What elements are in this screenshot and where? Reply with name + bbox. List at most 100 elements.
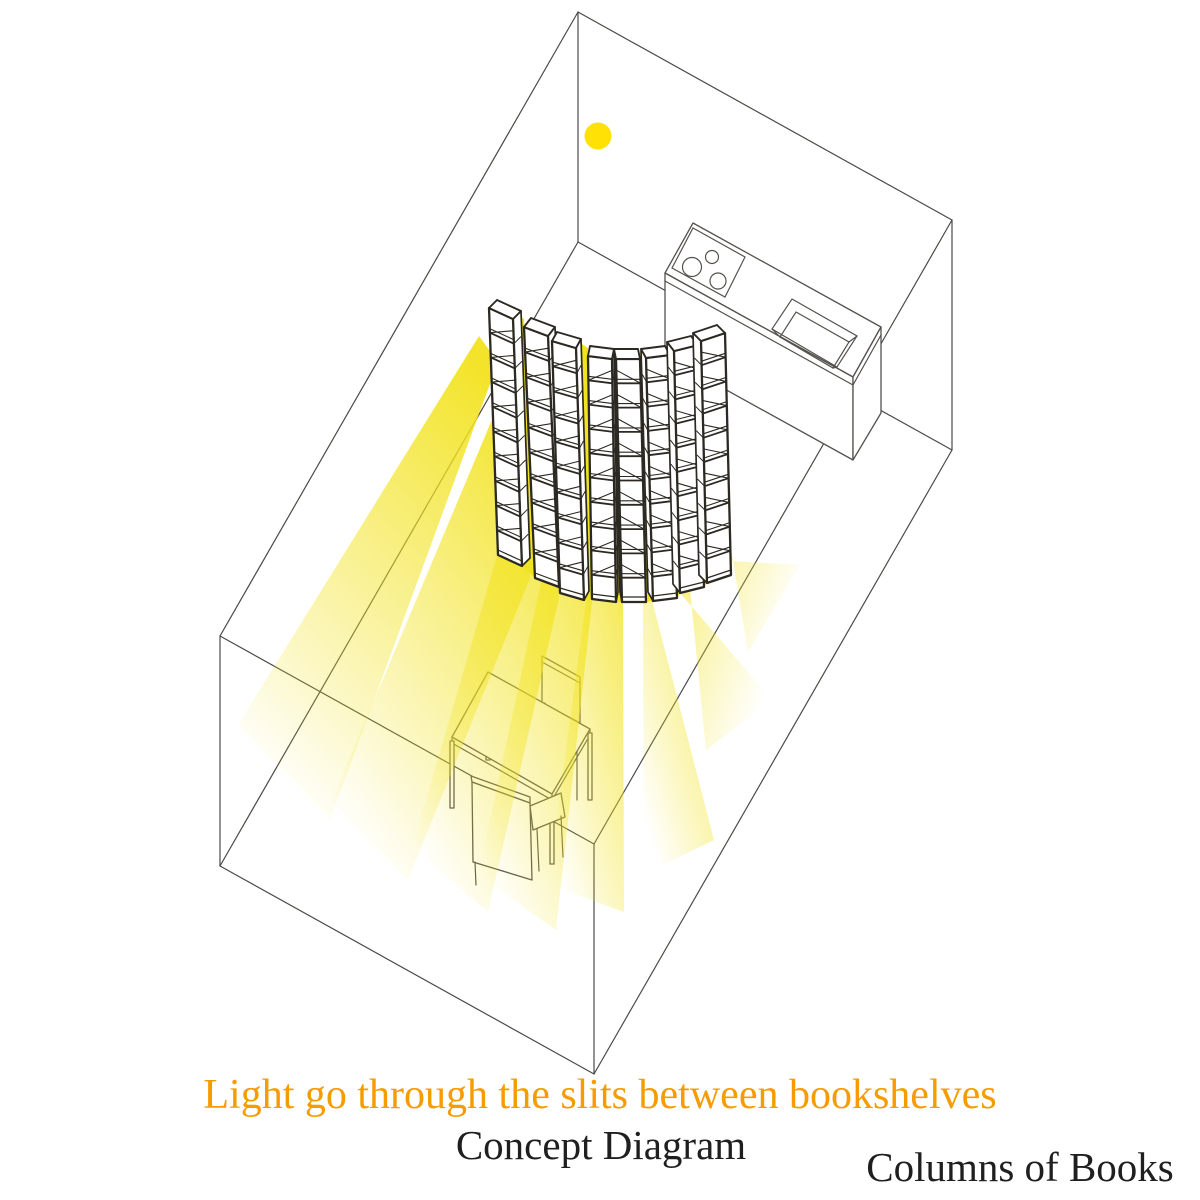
- shelf-edge: [555, 466, 581, 475]
- sink: [771, 298, 858, 369]
- shelf-edge: [495, 503, 521, 507]
- shelf-edge: [554, 435, 580, 443]
- shelf-edge: [668, 367, 676, 376]
- shelf-edge: [613, 471, 617, 481]
- shelf-edge: [555, 460, 581, 468]
- shelf-edge: [496, 525, 522, 538]
- shelf-edge: [491, 405, 518, 419]
- shelf-edge: [644, 447, 650, 456]
- shelf-edge: [701, 351, 727, 358]
- shelf-edge: [494, 479, 521, 493]
- shelf-edge: [555, 491, 582, 501]
- shelf-edge: [671, 512, 679, 521]
- shelf-edge: [526, 397, 552, 408]
- kitchen-counter: [664, 222, 882, 461]
- shelf-edge: [530, 473, 556, 484]
- shelf-edge: [551, 365, 578, 375]
- shelf-edge: [556, 516, 583, 526]
- shelf-edge: [557, 538, 583, 547]
- shelf-edge: [619, 515, 645, 530]
- shelf-edge: [581, 516, 587, 525]
- shelf-edge: [614, 544, 618, 554]
- shelf-edge: [647, 423, 673, 428]
- annotation-light-slits: Light go through the slits between books…: [203, 1072, 996, 1118]
- shelf-edge: [646, 402, 673, 408]
- shelf-edge: [590, 539, 616, 551]
- shelf-edge: [646, 368, 672, 380]
- shelf-edge: [525, 372, 551, 383]
- shelf-edge: [703, 453, 729, 463]
- shelf-edge: [529, 476, 556, 488]
- shelf-edge: [614, 374, 618, 384]
- shelf-edge: [703, 448, 729, 455]
- shelf-edge: [497, 549, 523, 562]
- shelf-edge: [646, 393, 672, 405]
- shelf-edge: [556, 485, 582, 493]
- shelf-edge: [518, 484, 527, 493]
- shelf-edge: [591, 593, 617, 598]
- shelf-edge: [646, 519, 652, 529]
- shelf-edge: [553, 384, 579, 392]
- shelf-edge: [588, 424, 614, 429]
- bookshelf-columns: [487, 299, 733, 604]
- shelf-edge: [702, 400, 728, 407]
- shelf-edge: [588, 427, 615, 433]
- shelf-edge: [705, 521, 731, 528]
- bookshelf-column: [487, 299, 531, 568]
- shelf-edge: [701, 380, 728, 391]
- shelf-edge: [643, 422, 649, 432]
- shelf-edge: [652, 592, 678, 597]
- shelf-edge: [581, 541, 588, 551]
- shelf-edge: [698, 527, 707, 536]
- shelf-edge: [669, 415, 677, 425]
- shelf-edge: [701, 352, 727, 362]
- shelf-edge: [489, 330, 515, 334]
- shelf-edge: [489, 356, 516, 370]
- shelf-edge: [577, 390, 583, 399]
- shelf-edge: [525, 372, 551, 378]
- shelf-edge: [589, 442, 615, 454]
- shelf-edge: [702, 425, 728, 435]
- shelf-edge: [617, 442, 643, 457]
- shelf-edge: [705, 549, 732, 560]
- shelf-edge: [615, 398, 618, 409]
- shelf-edge: [588, 400, 614, 405]
- shelf-edge: [489, 328, 515, 341]
- shelf-edge: [613, 495, 617, 506]
- shelf-edge: [533, 552, 559, 563]
- shelf-part: [640, 345, 671, 359]
- shelf-edge: [705, 546, 731, 556]
- shelf-edge: [530, 473, 556, 479]
- light-beam: [671, 398, 772, 750]
- shelf-edge: [646, 544, 653, 553]
- shelf-edge: [490, 381, 517, 395]
- shelf-edge: [491, 379, 517, 383]
- shelf-edge: [700, 356, 727, 367]
- shelf-edge: [642, 398, 648, 408]
- shelf-edge: [496, 527, 522, 531]
- shelf-edge: [527, 422, 553, 433]
- shelf-edge: [526, 397, 552, 403]
- shelf-edge: [591, 564, 617, 576]
- bookshelf-column: [586, 345, 619, 604]
- shelf-edge: [557, 510, 583, 518]
- shelf-edge: [557, 536, 583, 544]
- shelf-edge: [493, 451, 519, 464]
- shelf-edge: [526, 401, 553, 413]
- shelf-edge: [620, 539, 646, 554]
- shelf-edge: [527, 426, 554, 438]
- shelf-edge: [613, 447, 616, 457]
- shelf-edge: [647, 426, 673, 432]
- shelf-edge: [589, 476, 615, 482]
- shelf-edge: [591, 570, 617, 575]
- shelf-edge: [495, 501, 521, 514]
- shelf-edge: [618, 520, 621, 530]
- shelf-edge: [517, 459, 526, 468]
- shelf-edge: [492, 426, 519, 440]
- shelf-edge: [588, 418, 614, 430]
- shelf-edge: [589, 491, 615, 503]
- shelf-edge: [612, 398, 615, 409]
- light-beam: [238, 336, 498, 820]
